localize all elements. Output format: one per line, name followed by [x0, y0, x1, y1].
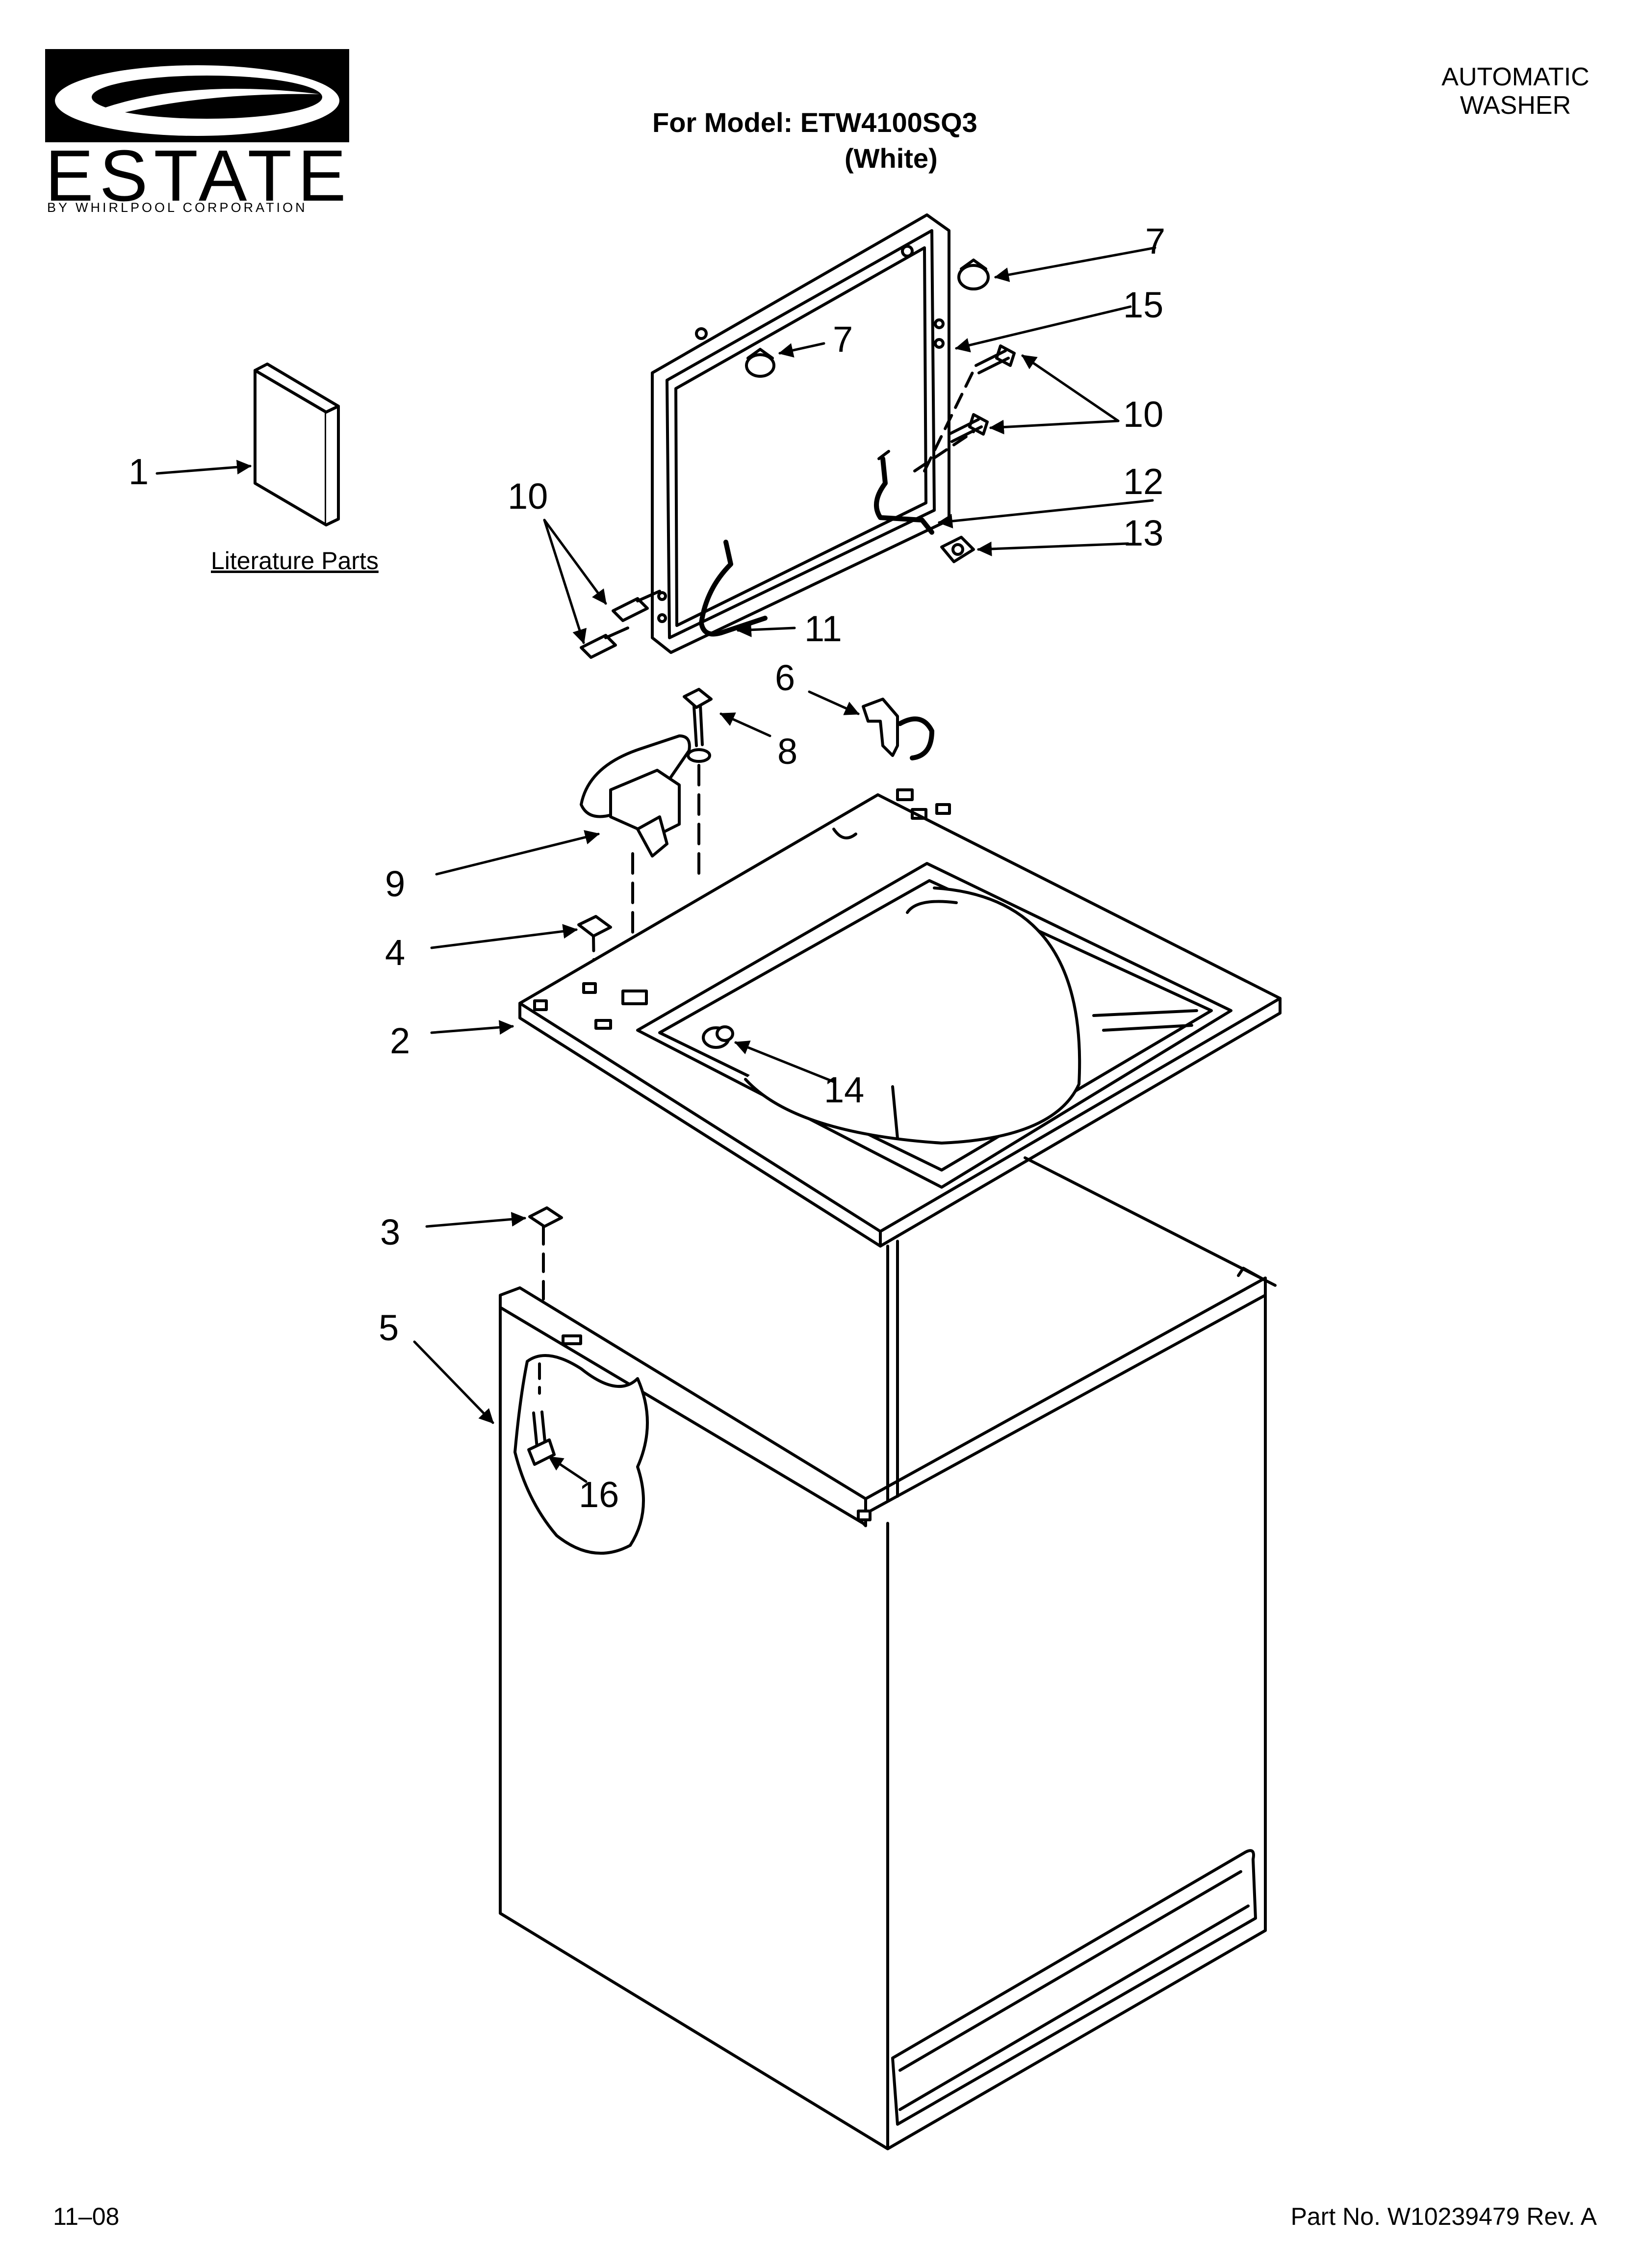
callout-8: 8 — [777, 731, 798, 772]
hinge-screws-right — [913, 344, 1016, 472]
callout-7-left: 7 — [833, 319, 853, 360]
model-title: For Model: ETW4100SQ3 — [652, 107, 977, 138]
callout-10-left: 10 — [508, 476, 548, 517]
lid-lock-clip — [862, 698, 934, 760]
callout-14: 14 — [824, 1069, 865, 1110]
cabinet — [499, 1156, 1277, 2150]
callout-leaders — [155, 246, 1156, 1483]
brand-subtitle: BY WHIRLPOOL CORPORATION — [47, 200, 308, 215]
callout-10-right: 10 — [1123, 394, 1164, 435]
part-number: Part No. W10239479 Rev. A — [1290, 2203, 1597, 2230]
lid-bumper-upper — [957, 259, 990, 290]
lid-frame — [651, 213, 950, 654]
callout-15: 15 — [1123, 285, 1164, 325]
callout-16: 16 — [579, 1474, 619, 1515]
actuator-nut — [940, 536, 975, 563]
brand-name: ESTATE — [45, 135, 352, 216]
callout-12: 12 — [1123, 461, 1164, 502]
callout-7-upper: 7 — [1145, 221, 1166, 261]
callout-2: 2 — [390, 1020, 410, 1061]
product-type: AUTOMATIC WASHER — [1417, 63, 1614, 120]
literature-booklet — [254, 363, 340, 526]
hinge-rod-left — [699, 540, 768, 637]
inlet-nozzle — [702, 1025, 734, 1049]
model-variant: (White) — [845, 143, 938, 174]
lid-bumper-left — [745, 348, 775, 378]
lid-switch-assembly — [580, 734, 691, 983]
revision-date: 11–08 — [53, 2203, 120, 2230]
callout-13: 13 — [1123, 513, 1164, 553]
callout-4: 4 — [385, 932, 406, 973]
product-type-line2: WASHER — [1460, 91, 1571, 120]
hinge-screws-left — [580, 590, 661, 659]
callout-9: 9 — [385, 863, 406, 904]
product-type-line1: AUTOMATIC — [1441, 63, 1590, 91]
callout-11: 11 — [804, 608, 842, 649]
cabinet-cutaway — [513, 1354, 649, 1555]
callout-5: 5 — [379, 1307, 399, 1348]
hinge-rod-right — [874, 450, 934, 535]
literature-parts-label: Literature Parts — [211, 547, 379, 574]
callout-3: 3 — [380, 1212, 401, 1252]
panel-clip — [528, 1206, 563, 1306]
callout-1: 1 — [128, 451, 149, 492]
switch-screw — [683, 688, 713, 875]
estate-logo-icon — [45, 49, 349, 142]
callout-6: 6 — [775, 657, 795, 698]
